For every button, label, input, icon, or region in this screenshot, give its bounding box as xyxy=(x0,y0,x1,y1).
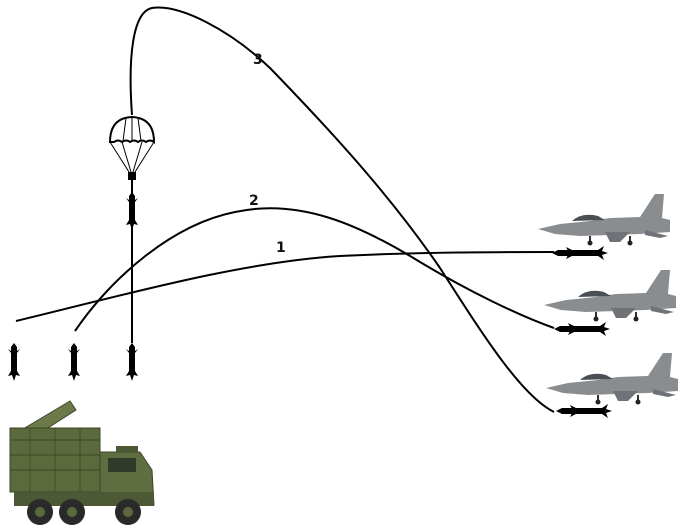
trajectory-1 xyxy=(15,251,555,322)
missile-icon-right-1 xyxy=(552,246,608,260)
missile-icon-right-2 xyxy=(554,322,610,336)
launcher-truck-icon xyxy=(9,400,155,525)
parachute-icon xyxy=(108,115,156,180)
missile-icon-left-1 xyxy=(8,343,20,381)
missile-icon-right-3 xyxy=(556,404,612,418)
missile-icon-left-3 xyxy=(126,343,138,381)
missile-icon-left-2 xyxy=(68,343,80,381)
trajectory-2 xyxy=(74,207,555,332)
missile-icon-parachute xyxy=(126,192,138,230)
fighter-jet-icon-1 xyxy=(537,193,671,247)
fighter-jet-icon-3 xyxy=(545,352,679,406)
trajectory-3 xyxy=(129,6,555,413)
trajectory-label-3: 3 xyxy=(253,52,263,68)
fighter-jet-icon-2 xyxy=(543,269,677,323)
trajectory-label-2: 2 xyxy=(249,193,259,209)
trajectory-label-1: 1 xyxy=(276,240,286,256)
